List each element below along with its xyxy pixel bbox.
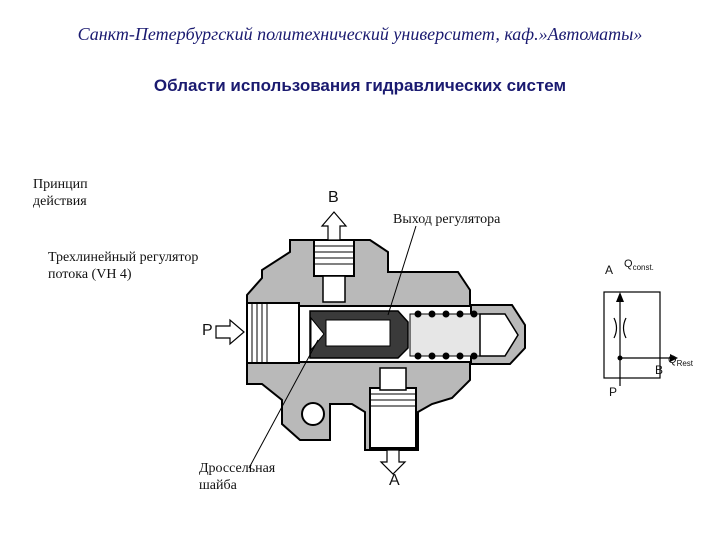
- symbol-frame: [603, 291, 661, 379]
- symbol-q-const: Qconst.: [624, 258, 654, 272]
- symbol-a-label: A: [605, 263, 614, 277]
- mounting-hole: [301, 402, 325, 426]
- orifice-label-line2: шайба: [199, 478, 237, 493]
- orifice-leader: [248, 339, 319, 469]
- symbol-b-label: B: [655, 363, 664, 377]
- end-cap: [479, 313, 519, 357]
- outlet-label: Выход регулятора: [393, 212, 501, 227]
- port-p-label: P: [202, 322, 213, 339]
- arrow-up-b: [320, 211, 348, 241]
- symbol-q-rest: QRest: [668, 354, 693, 368]
- outlet-leader: [387, 225, 417, 316]
- orifice-plate: [310, 316, 325, 352]
- orifice-label-line1: Дроссельная: [199, 461, 276, 476]
- arrow-right-p: [215, 318, 245, 346]
- principle-label-line2: действия: [33, 194, 87, 209]
- inlet-bore: [246, 302, 300, 364]
- orifice-label: Дроссельная шайба: [199, 460, 275, 494]
- q-rest-main: Q: [668, 354, 677, 366]
- q-const-main: Q: [624, 258, 633, 270]
- slide-title: Области использования гидравлических сис…: [153, 76, 567, 95]
- outlet-bore-bottom: [369, 387, 417, 449]
- regulator-label-line2: потока (VH 4): [48, 267, 132, 282]
- principle-label: Принцип действия: [33, 176, 88, 210]
- spring: [409, 313, 481, 357]
- symbol-p-label: P: [609, 385, 618, 399]
- regulator-label-line1: Трехлинейный регулятор: [48, 250, 199, 265]
- principle-label-line1: Принцип: [33, 177, 88, 192]
- university-header: Санкт-Петербургский политехнический унив…: [77, 24, 643, 44]
- q-const-sub: const.: [632, 263, 654, 273]
- regulator-label: Трехлинейный регулятор потока (VH 4): [48, 249, 198, 283]
- arrow-down-a: [379, 449, 407, 475]
- spring-coils: [414, 310, 478, 360]
- port-a-label: A: [389, 472, 400, 489]
- q-rest-sub: Rest: [676, 359, 694, 369]
- port-b-label: B: [328, 189, 339, 206]
